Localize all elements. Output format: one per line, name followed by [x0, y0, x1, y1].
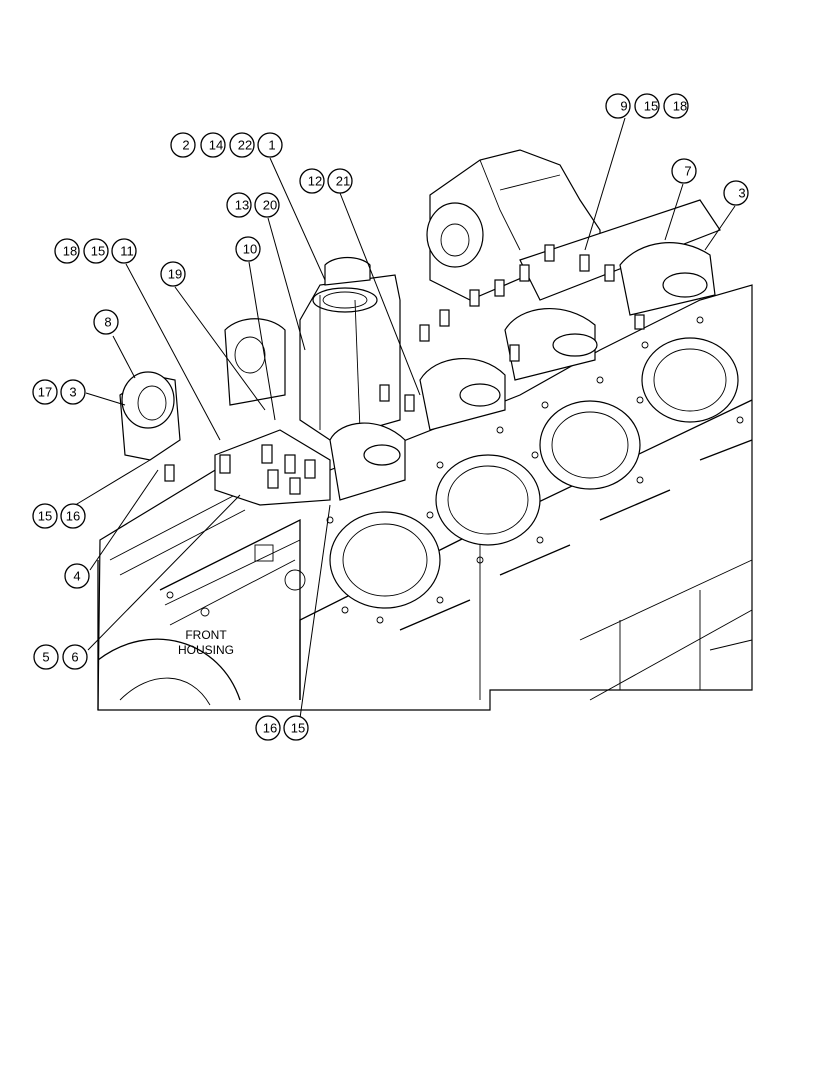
callout-15-text: 15 — [644, 99, 658, 114]
callout-14-text: 14 — [209, 138, 223, 153]
callout-5-text: 5 — [42, 650, 49, 665]
callout-15-front-text: 15 — [91, 244, 105, 259]
callout-20: 20 — [254, 192, 280, 218]
callout-16-bottom: 16 — [255, 715, 281, 741]
callout-1-text: 1 — [268, 138, 275, 153]
callout-4: 4 — [64, 563, 90, 589]
callout-18-front-text: 18 — [63, 244, 77, 259]
callout-21: 21 — [327, 168, 353, 194]
callout-3-front: 3 — [60, 379, 86, 405]
callout-22-text: 22 — [238, 138, 252, 153]
callout-9-text: 9 — [620, 99, 627, 114]
callout-10-text: 10 — [243, 242, 257, 257]
callout-13-text: 13 — [235, 198, 249, 213]
callout-10: 10 — [235, 236, 261, 262]
exhaust-manifold — [119, 242, 716, 506]
callout-19-text: 19 — [168, 267, 182, 282]
leader-lines — [71, 117, 736, 719]
callout-1: 1 — [257, 132, 283, 158]
callout-14: 14 — [200, 132, 226, 158]
callout-5: 5 — [33, 644, 59, 670]
callout-15-bottom-text: 15 — [291, 721, 305, 736]
callout-15-lower: 15 — [32, 503, 58, 529]
callout-12: 12 — [299, 168, 325, 194]
callout-16-bottom-text: 16 — [263, 721, 277, 736]
callout-22: 22 — [229, 132, 255, 158]
callout-18-text: 18 — [673, 99, 687, 114]
callout-16-lower: 16 — [60, 503, 86, 529]
callout-17-text: 17 — [38, 385, 52, 400]
callout-3-front-text: 3 — [69, 385, 76, 400]
callouts: 9 15 18 2 14 22 1 12 21 7 3 13 20 18 15 … — [32, 93, 749, 741]
callout-20-text: 20 — [263, 198, 277, 213]
callout-15-lower-text: 15 — [38, 509, 52, 524]
callout-6-text: 6 — [71, 650, 78, 665]
callout-15-front: 15 — [83, 238, 109, 264]
callout-18: 18 — [663, 93, 689, 119]
callout-6: 6 — [62, 644, 88, 670]
callout-15-bottom: 15 — [283, 715, 309, 741]
callout-2-text: 2 — [182, 138, 189, 153]
studs — [164, 244, 645, 495]
callout-4-text: 4 — [73, 569, 80, 584]
callout-18-front: 18 — [54, 238, 80, 264]
callout-21-text: 21 — [336, 174, 350, 189]
callout-11: 11 — [111, 238, 137, 264]
callout-3-rear-text: 3 — [738, 186, 745, 201]
rear-housing — [426, 149, 721, 301]
callout-7: 7 — [671, 158, 697, 184]
front-housing-label-line1: FRONT — [185, 628, 227, 642]
engine-block — [97, 284, 753, 711]
callout-19: 19 — [160, 261, 186, 287]
callout-17: 17 — [32, 379, 58, 405]
callout-3-rear: 3 — [723, 180, 749, 206]
callout-11-text: 11 — [120, 244, 134, 259]
callout-15: 15 — [634, 93, 660, 119]
front-housing-label-line2: HOUSING — [178, 643, 234, 657]
callout-9: 9 — [605, 93, 631, 119]
callout-13: 13 — [226, 192, 252, 218]
callout-8: 8 — [93, 309, 119, 335]
callout-16-lower-text: 16 — [66, 509, 80, 524]
callout-7-text: 7 — [684, 164, 691, 179]
callout-8-text: 8 — [104, 315, 111, 330]
callout-12-text: 12 — [308, 174, 322, 189]
callout-2: 2 — [170, 132, 196, 158]
cylinder-bores — [326, 316, 753, 631]
